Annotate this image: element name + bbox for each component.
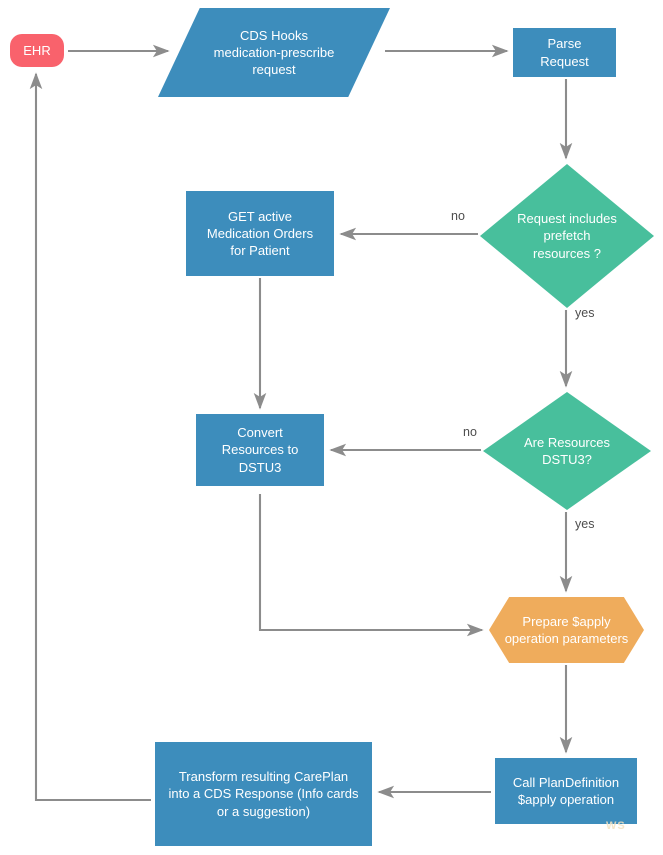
watermark: WS — [606, 820, 626, 832]
node-request-includes-prefetch[interactable]: Request includes prefetch resources ? — [480, 164, 654, 308]
node-call-plandefinition-apply-label: Call PlanDefinition $apply operation — [512, 774, 620, 807]
node-get-active-medication-orders-label: GET active Medication Orders for Patient — [206, 208, 314, 259]
edge-label-dstu3-no: no — [463, 425, 477, 439]
node-get-active-medication-orders[interactable]: GET active Medication Orders for Patient — [186, 191, 334, 276]
node-prepare-apply-parameters-label: Prepare $apply operation parameters — [504, 613, 629, 646]
edge-label-prefetch-yes: yes — [575, 306, 595, 320]
node-convert-resources-label: Convert Resources to DSTU3 — [221, 425, 299, 475]
edge-label-dstu3-yes: yes — [575, 517, 595, 531]
node-transform-careplan-label: Transform resulting CarePlan into a CDS … — [168, 769, 359, 819]
node-cds-hooks-request[interactable]: CDS Hooks medication-prescribe request — [158, 8, 390, 97]
node-transform-careplan[interactable]: Transform resulting CarePlan into a CDS … — [155, 742, 372, 846]
node-are-resources-dstu3[interactable]: Are Resources DSTU3? — [483, 392, 651, 510]
node-prepare-apply-parameters[interactable]: Prepare $apply operation parameters — [489, 597, 644, 663]
node-parse-request-label: Parse Request — [540, 36, 589, 69]
node-ehr[interactable]: EHR — [10, 34, 64, 67]
edge-convert-to-prepare — [258, 494, 484, 637]
node-cds-hooks-request-label: CDS Hooks medication-prescribe request — [213, 27, 335, 78]
node-request-includes-prefetch-label: Request includes prefetch resources ? — [517, 211, 617, 261]
node-parse-request[interactable]: Parse Request — [513, 28, 616, 77]
edge-transform-to-ehr — [29, 72, 151, 802]
node-are-resources-dstu3-label: Are Resources DSTU3? — [524, 434, 610, 467]
edge-label-prefetch-no: no — [451, 209, 465, 223]
node-call-plandefinition-apply[interactable]: Call PlanDefinition $apply operation — [495, 758, 637, 824]
node-ehr-label: EHR — [23, 42, 51, 58]
node-convert-resources[interactable]: Convert Resources to DSTU3 — [196, 414, 324, 486]
